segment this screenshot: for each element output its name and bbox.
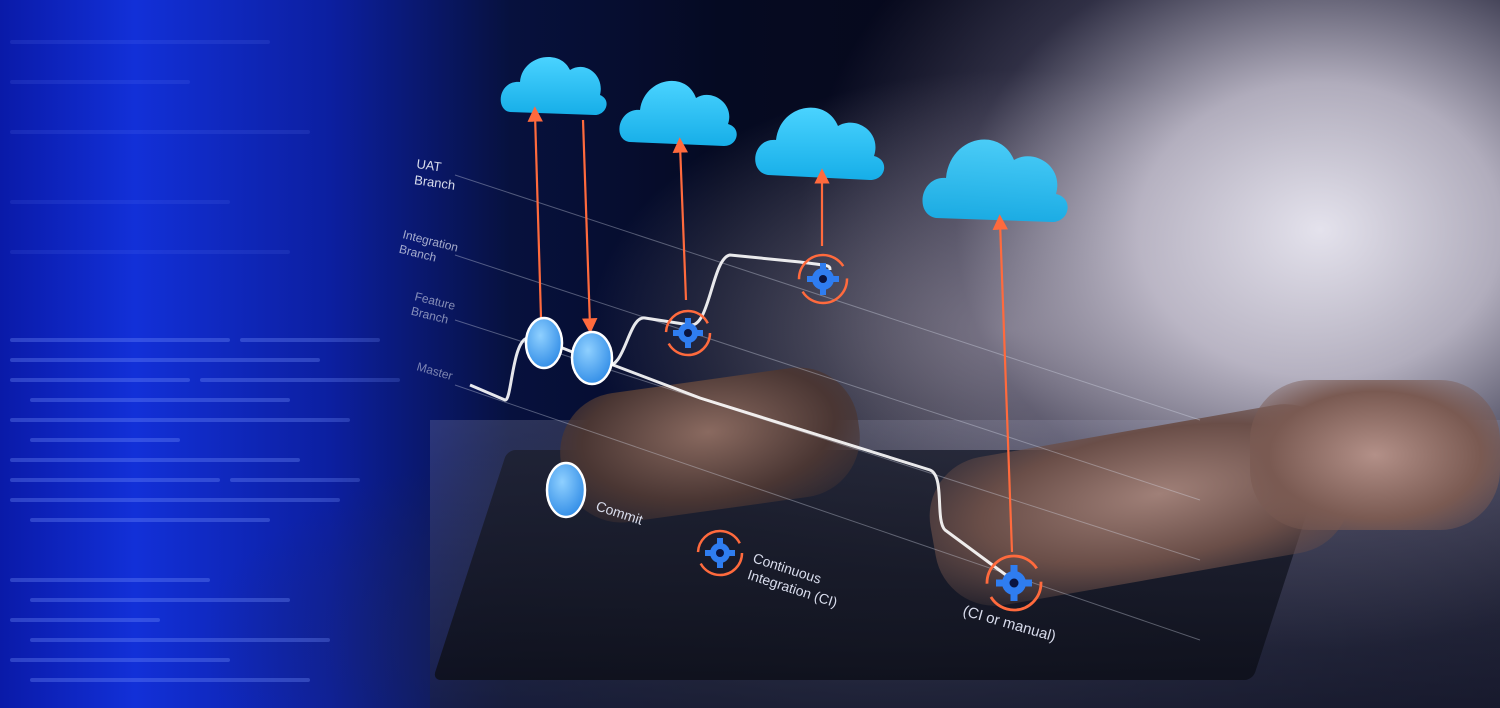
arrow-up-icon <box>527 106 543 319</box>
cloud-icon <box>755 107 885 180</box>
gear-icon <box>797 253 849 305</box>
lane-label-feature: Feature Branch <box>410 289 460 328</box>
gear-icon <box>985 554 1043 612</box>
commit-legend-node <box>545 461 587 519</box>
label-line: Branch <box>413 172 456 193</box>
arrow-up-icon <box>672 137 688 301</box>
gear-icon <box>664 309 712 357</box>
master-path <box>599 358 1011 580</box>
deploy-arrows <box>527 106 1014 553</box>
lane-label-master: Master <box>415 359 454 383</box>
commit-node <box>570 330 614 386</box>
branch-path <box>469 253 832 402</box>
gear-icon <box>696 529 744 577</box>
lane-lines <box>454 174 1201 641</box>
arrow-up-icon <box>992 214 1014 553</box>
ci-label: Continuous Integration (CI) <box>746 550 845 611</box>
lane-label-integration: Integration Branch <box>398 227 463 270</box>
lane-label-uat: UAT Branch <box>413 156 458 193</box>
commit-label: Commit <box>594 498 645 528</box>
arrow-down-icon <box>581 119 598 334</box>
forearm <box>1250 380 1500 530</box>
commit-node <box>524 316 564 370</box>
cloud-icon <box>500 56 607 115</box>
cloud-icon <box>619 80 737 146</box>
code-backdrop <box>0 0 560 708</box>
cloud-icon <box>922 139 1068 222</box>
